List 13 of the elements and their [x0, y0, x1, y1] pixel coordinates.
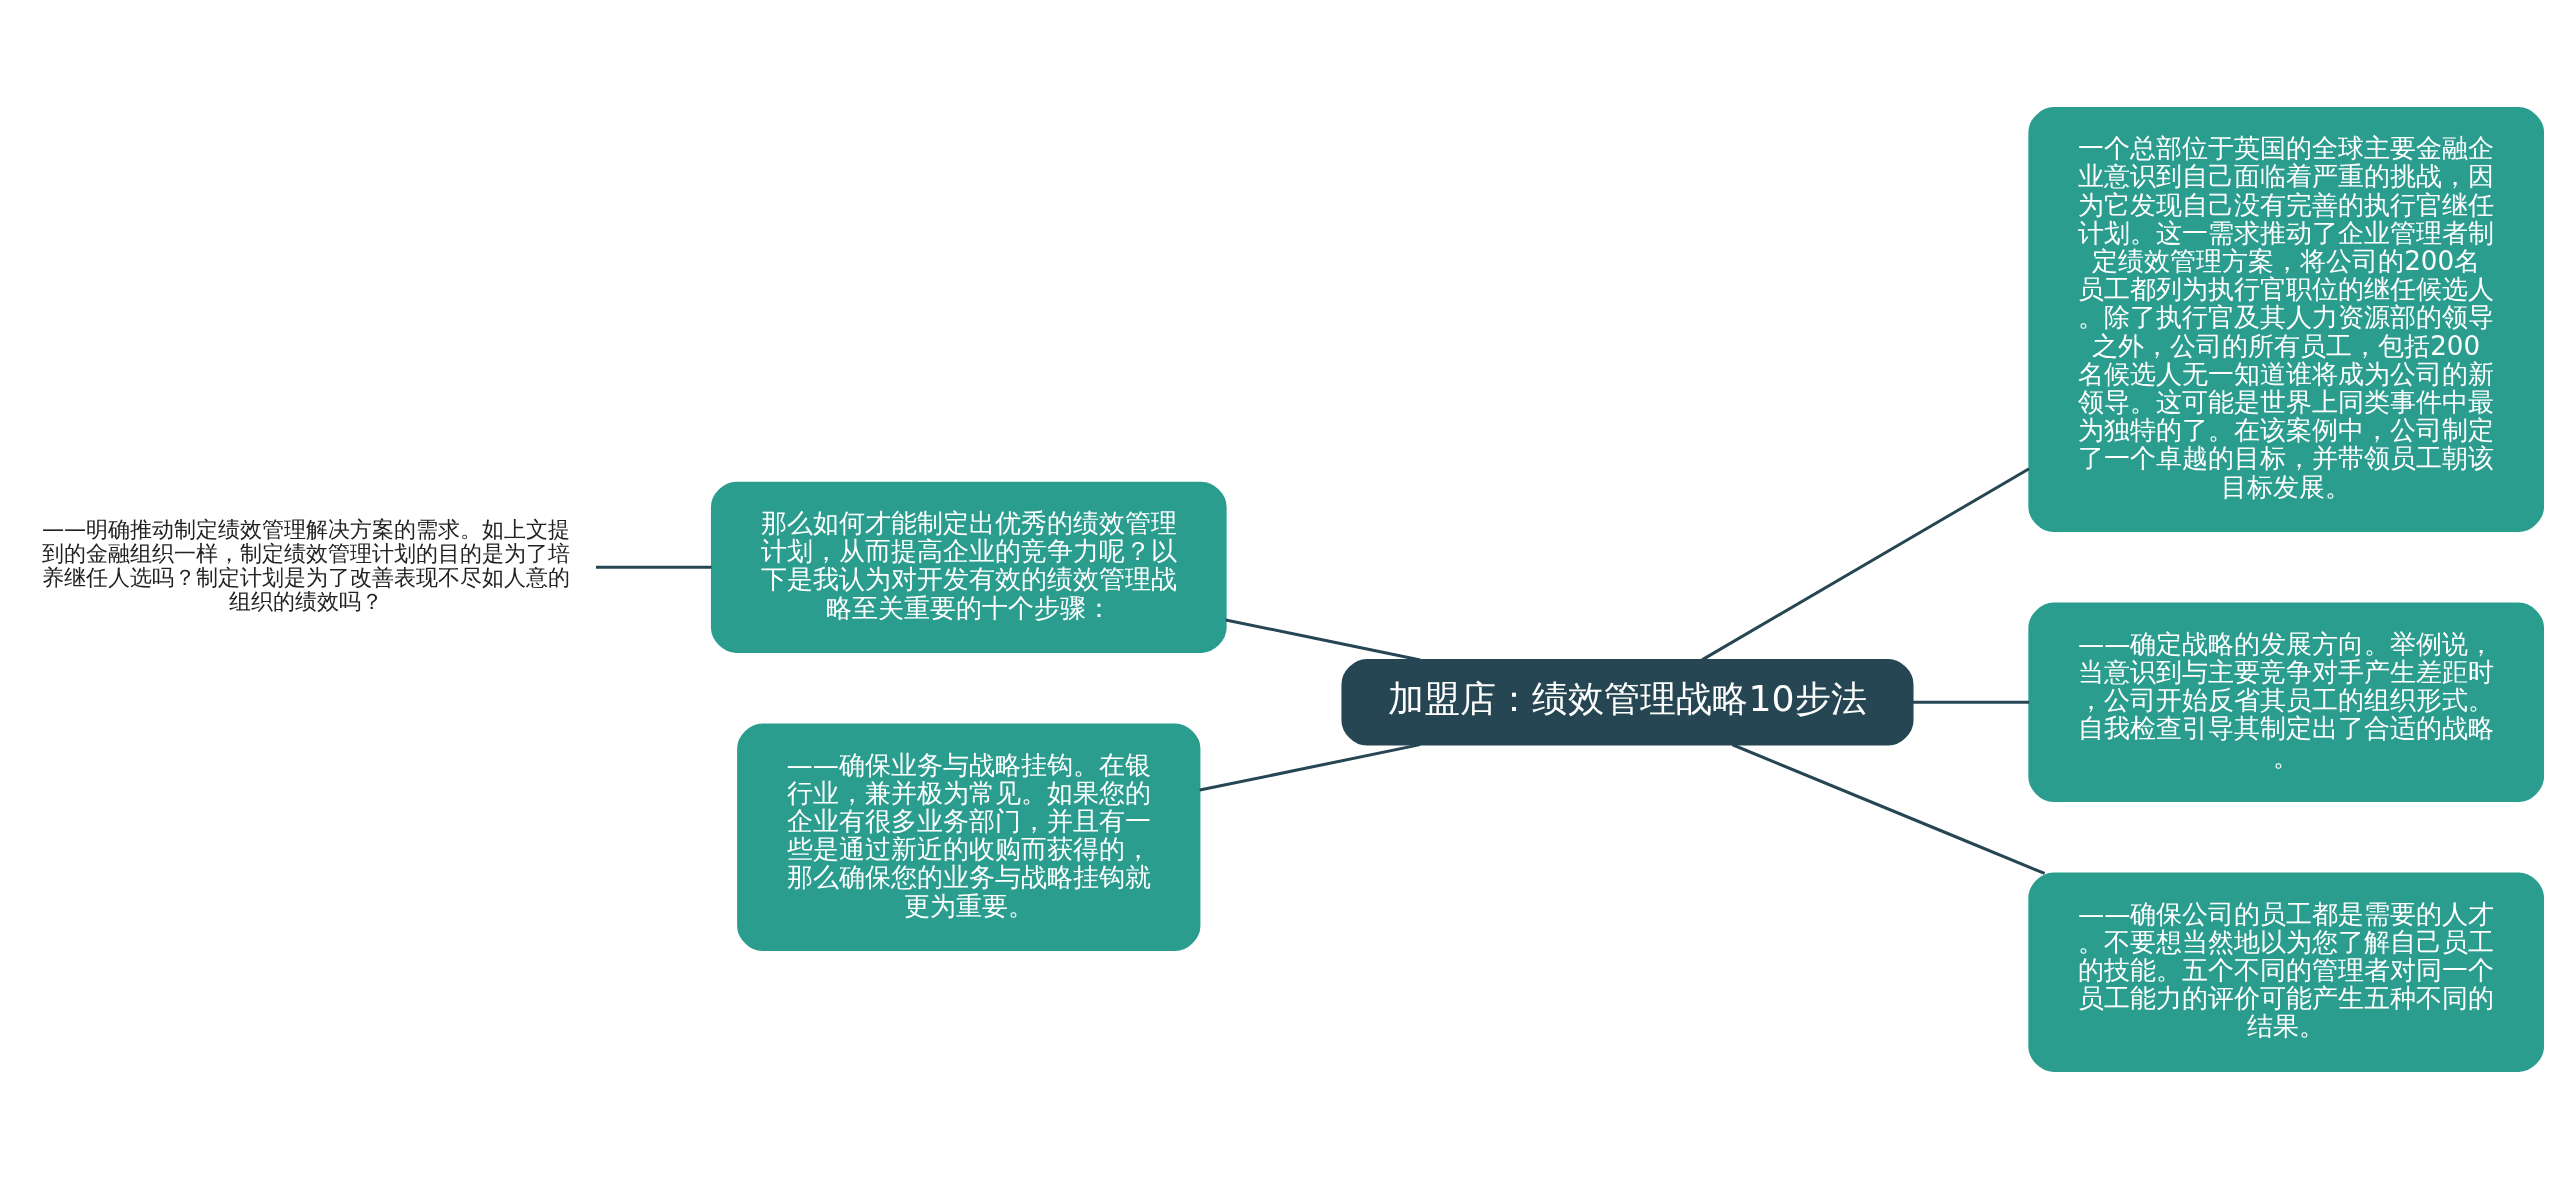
connector [1701, 467, 2030, 662]
connector [1912, 700, 2030, 704]
node-box: ——确定战略的发展方向。举例说，当意识到与主要竞争对手产生差距时，公司开始反省其员工的组织形式。自我检查引导其制定出了合适的战略。 [2028, 602, 2545, 802]
connector [1199, 743, 1421, 792]
node-box: 那么如何才能制定出优秀的绩效管理计划，从而提高企业的竞争力呢？以下是我认为对开发有效的绩效管理战略至关重要的十个步骤： [710, 481, 1227, 653]
node-text: ——明确推动制定绩效管理解决方案的需求。如上文提到的金融组织一样，制定绩效管理计划的目的是为了培养继任人选吗？制定计划是为了改善表现不尽如人意的组织的绩效吗？ [41, 515, 571, 615]
node-box: ——确保公司的员工都是需要的人才。不要想当然地以为您了解自己员工的技能。五个不同的管理者对同一个员工能力的评价可能产生五种不同的结果。 [2028, 872, 2545, 1072]
node-box: 加盟店：绩效管理战略10步法 [1341, 659, 1914, 746]
connector [596, 565, 712, 569]
connector [1731, 743, 2046, 875]
node-box: ——确保业务与战略挂钩。在银行业，兼并极为常见。如果您的企业有很多业务部门，并且有一些是通过新近的收购而获得的，那么确保您的业务与战略挂钩就更为重要。 [737, 723, 1201, 952]
connector [1225, 618, 1421, 662]
node-box: 一个总部位于英国的全球主要金融企业意识到自己面临着严重的挑战，因为它发现自己没有完善的执行官继任计划。这一需求推动了企业管理者制定绩效管理方案，将公司的200名员工都列为执行官职位的继任候选人。除了执行官及其人力资源部的领导之外，公司的所有员工，包括200名候选人无一知道谁将成为公司的新领导。这可能是世界上同类事件中最为独特的了。在该案例中，公司制定了一个卓越的目标，并带领员工朝该目标发展。 [2028, 107, 2545, 533]
